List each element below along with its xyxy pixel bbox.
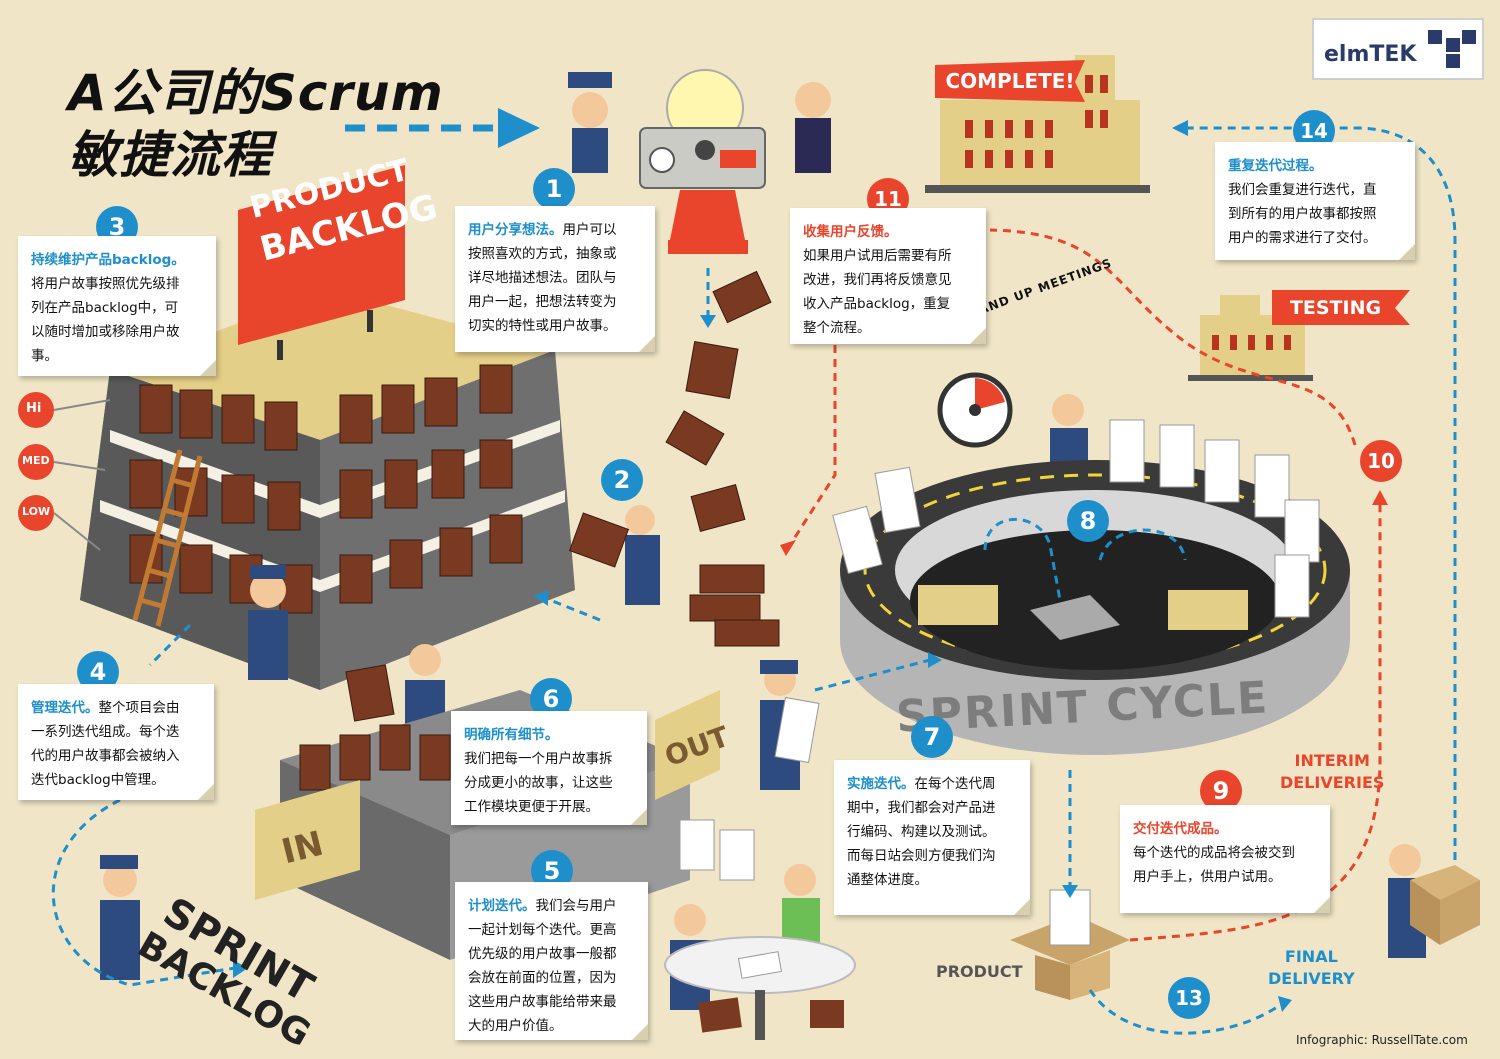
step-6-badge: 6: [530, 678, 572, 720]
step-1-line-2: 按照喜欢的方式，抽象或: [468, 246, 617, 262]
idea-machine: [639, 69, 766, 254]
step-7-line-1: 在每个迭代周: [914, 776, 996, 792]
step-1-badge: 1: [533, 168, 575, 210]
completed-building: [925, 55, 1150, 193]
final-delivery-label: FINAL DELIVERY: [1268, 946, 1355, 990]
testing-banner: TESTING: [1289, 297, 1382, 319]
step-1-heading: 用户分享想法。: [468, 222, 563, 238]
logo-mark-icon: [1428, 30, 1476, 68]
sprint-cycle-ring: [840, 460, 1350, 755]
step-9-line-3: 用户手上，供用户试用。: [1133, 869, 1282, 885]
falling-books: [568, 270, 780, 647]
step-4-note: 管理迭代。整个项目会由 一系列迭代组成。每个迭 代的用户故事都会被纳入 迭代ba…: [18, 684, 214, 800]
step-4-line-3: 代的用户故事都会被纳入: [31, 748, 180, 764]
step-1-line-1: 用户可以: [562, 222, 617, 238]
priority-markers: [18, 392, 111, 551]
step-6-heading: 明确所有细节。: [464, 727, 559, 743]
testing-building: [1188, 290, 1410, 381]
step-7-heading: 实施迭代。: [847, 776, 915, 792]
step-3-line-2: 列在产品backlog中，可: [31, 300, 179, 316]
step-11-line-4: 收入产品backlog，重复: [803, 296, 951, 312]
interim-label-2: DELIVERIES: [1280, 773, 1385, 792]
step-3-line-3: 以随时增加或移除用户故: [31, 324, 180, 340]
delivery-box: [1410, 865, 1480, 945]
infographic-credit: Infographic: RussellTate.com: [1296, 1033, 1468, 1047]
step-14-line-3: 到所有的用户故事都按照: [1228, 206, 1377, 222]
step-9-note: 交付迭代成品。 每个迭代的成品将会被交到 用户手上，供用户试用。: [1120, 805, 1330, 913]
step-5-line-3: 优先级的用户故事一般都: [468, 946, 617, 962]
step-2-badge: 2: [601, 459, 643, 501]
elmtek-logo: elmTEK: [1312, 18, 1484, 80]
story-papers: [679, 419, 1320, 979]
step-3-line-1: 将用户故事按照优先级排: [31, 276, 180, 292]
step-8-badge: 8: [1067, 500, 1109, 542]
step-5-heading: 计划迭代。: [468, 898, 536, 914]
interim-deliveries-label: INTERIM DELIVERIES: [1280, 750, 1384, 794]
step-11-heading: 收集用户反馈。: [803, 224, 898, 240]
step-4-line-1: 整个项目会由: [98, 700, 180, 716]
step-3-note: 持续维护产品backlog。 将用户故事按照优先级排 列在产品backlog中，…: [18, 236, 216, 376]
page-title: A公司的Scrum 敏捷流程: [68, 62, 444, 186]
step-1-note: 用户分享想法。用户可以 按照喜欢的方式，抽象或 详尽地描述想法。团队与 用户一起…: [455, 206, 655, 352]
step-3-line-4: 事。: [31, 348, 58, 364]
step-13-badge: 13: [1168, 977, 1210, 1019]
step-7-line-3: 行编码、构建以及测试。: [847, 824, 996, 840]
stopwatch-icon: [937, 372, 1013, 448]
step-5-line-5: 这些用户故事能给带来最: [468, 994, 617, 1010]
priority-med-label: MED: [22, 454, 50, 467]
logo-text: elmTEK: [1324, 42, 1417, 67]
step-4-line-2: 一系列迭代组成。每个迭: [31, 724, 180, 740]
step-7-badge: 7: [911, 716, 953, 758]
product-label: PRODUCT: [936, 962, 1023, 981]
step-5-note: 计划迭代。我们会与用户 一起计划每个迭代。更高 优先级的用户故事一般都 会放在前…: [455, 882, 648, 1040]
product-backlog-tower: [80, 165, 575, 690]
step-11-line-5: 整个流程。: [803, 320, 871, 336]
step-5-line-4: 会放在前面的位置，因为: [468, 970, 617, 986]
step-5-line-2: 一起计划每个迭代。更高: [468, 922, 617, 938]
final-label-2: DELIVERY: [1268, 969, 1355, 988]
step-7-line-2: 期中，我们都会对产品进: [847, 800, 996, 816]
priority-low-label: LOW: [22, 505, 51, 518]
priority-hi-label: Hi: [26, 401, 42, 416]
step-9-line-2: 每个迭代的成品将会被交到: [1133, 845, 1295, 861]
step-14-heading: 重复迭代过程。: [1228, 158, 1323, 174]
step-11-line-3: 改进，我们再将反馈意见: [803, 272, 952, 288]
step-5-line-6: 大的用户价值。: [468, 1018, 563, 1034]
step-5-line-1: 我们会与用户: [535, 898, 617, 914]
product-box: [1010, 889, 1130, 1000]
step-14-line-2: 我们会重复进行迭代，直: [1228, 182, 1377, 198]
step-7-line-5: 通整体进度。: [847, 872, 928, 888]
step-9-heading: 交付迭代成品。: [1133, 821, 1228, 837]
arrow-heads: [233, 120, 1388, 1012]
complete-banner: COMPLETE!: [945, 69, 1075, 93]
step-3-heading: 持续维护产品backlog。: [31, 252, 185, 268]
interim-label-1: INTERIM: [1294, 751, 1370, 770]
step-14-line-4: 用户的需求进行了交付。: [1228, 230, 1377, 246]
step-11-note: 收集用户反馈。 如果用户试用后需要有所 改进，我们再将反馈意见 收入产品back…: [790, 208, 986, 344]
step-6-line-2: 我们把每一个用户故事拆: [464, 751, 613, 767]
step-10-badge: 10: [1360, 440, 1402, 482]
step-1-line-5: 切实的特性或用户故事。: [468, 318, 617, 334]
final-label-1: FINAL: [1284, 947, 1338, 966]
step-4-line-4: 迭代backlog中管理。: [31, 772, 165, 788]
title-line-1: A公司的Scrum: [68, 64, 444, 122]
step-4-heading: 管理迭代。: [31, 700, 99, 716]
title-line-2: 敏捷流程: [68, 126, 272, 184]
step-1-line-3: 详尽地描述想法。团队与: [468, 270, 617, 286]
step-11-line-2: 如果用户试用后需要有所: [803, 248, 952, 264]
title-arrow-icon: [345, 108, 540, 148]
step-1-line-4: 用户一起，把想法转变为: [468, 294, 617, 310]
step-6-line-3: 分成更小的故事，让这些: [464, 775, 613, 791]
step-6-note: 明确所有细节。 我们把每一个用户故事拆 分成更小的故事，让这些 工作模块更便于开…: [451, 711, 647, 825]
step-14-note: 重复迭代过程。 我们会重复进行迭代，直 到所有的用户故事都按照 用户的需求进行了…: [1215, 142, 1415, 260]
step-7-line-4: 而每日站会则方便我们沟: [847, 848, 996, 864]
step-6-line-4: 工作模块更便于开展。: [464, 799, 599, 815]
flow-arrows: [51, 126, 1457, 1035]
step-7-note: 实施迭代。在每个迭代周 期中，我们都会对产品进 行编码、构建以及测试。 而每日站…: [834, 760, 1030, 915]
